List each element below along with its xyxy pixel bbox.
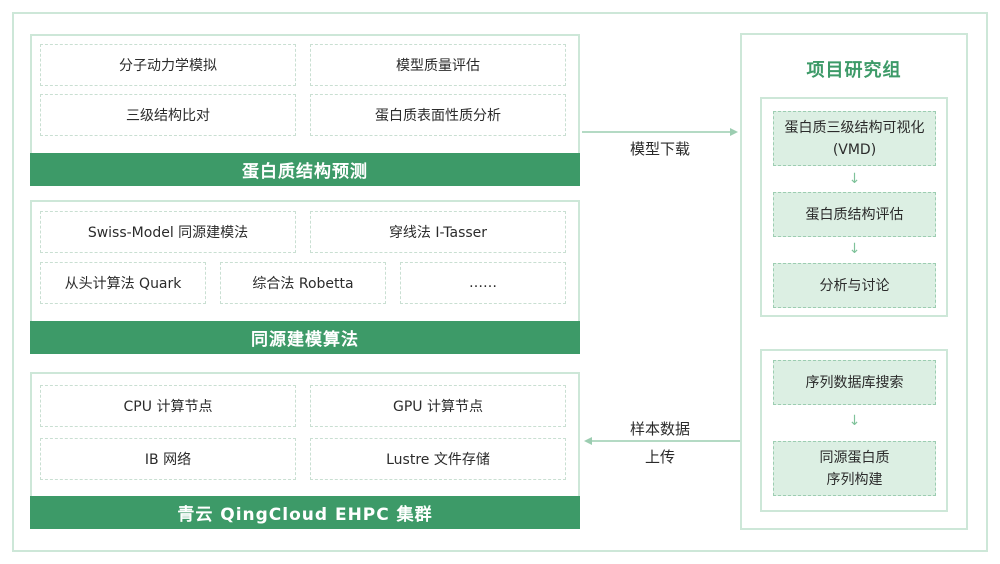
gpu-node-box: GPU 计算节点 [310,385,566,427]
md-simulation-box: 分子动力学模拟 [40,44,296,86]
cpu-node-box: CPU 计算节点 [40,385,296,427]
vmd-visualization-box: 蛋白质三级结构可视化 (VMD) [773,111,936,166]
sample-upload-label-line2: 上传 [644,448,675,466]
model-download-label: 模型下载 [629,140,690,158]
homology-modeling-title: 同源建模算法 [30,321,580,354]
lustre-storage-box: Lustre 文件存储 [310,438,566,480]
outer-frame [12,12,988,552]
project-group-title: 项目研究组 [806,60,902,81]
surface-analysis-box: 蛋白质表面性质分析 [310,94,566,136]
model-quality-box: 模型质量评估 [310,44,566,86]
robetta-box: 综合法 Robetta [220,262,386,304]
swiss-model-box: Swiss-Model 同源建模法 [40,211,296,253]
analysis-discussion-box: 分析与讨论 [773,263,936,308]
quark-box: 从头计算法 Quark [40,262,206,304]
i-tasser-box: 穿线法 I-Tasser [310,211,566,253]
homolog-sequence-line2: 序列构建 [826,471,883,488]
cluster-title: 青云 QingCloud EHPC 集群 [30,496,580,529]
more-methods-box: …… [400,262,566,304]
down-arrow-icon: ↓ [848,171,861,187]
structure-alignment-box: 三级结构比对 [40,94,296,136]
homolog-sequence-box: 同源蛋白质 序列构建 [773,441,936,496]
down-arrow-icon: ↓ [848,413,861,429]
structure-evaluation-box: 蛋白质结构评估 [773,192,936,237]
protein-prediction-title: 蛋白质结构预测 [30,153,580,186]
ib-network-box: IB 网络 [40,438,296,480]
down-arrow-icon: ↓ [848,241,861,257]
homolog-sequence-line1: 同源蛋白质 [819,449,890,466]
vmd-visualization-line1: 蛋白质三级结构可视化 [784,119,925,136]
sample-upload-label-line1: 样本数据 [629,420,690,438]
vmd-visualization-line2: (VMD) [832,141,877,158]
sequence-search-box: 序列数据库搜索 [773,360,936,405]
